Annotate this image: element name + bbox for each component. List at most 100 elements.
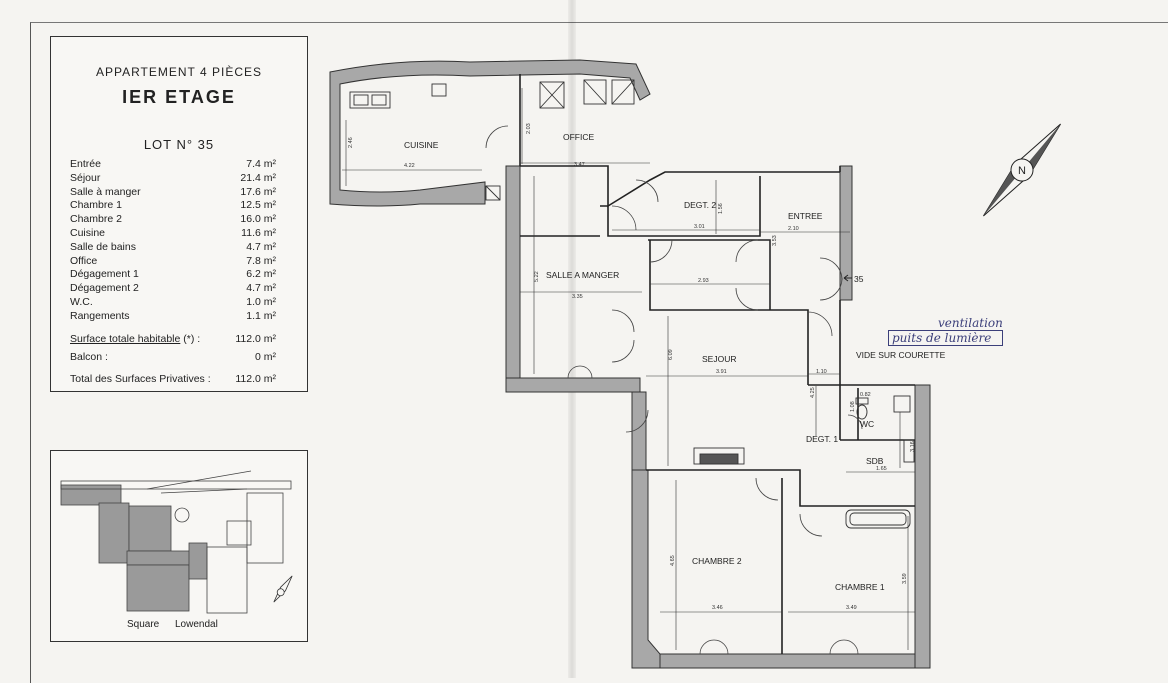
surface-area: 21.4 m² <box>240 171 276 184</box>
surface-room: Chambre 1 <box>70 199 122 212</box>
room-label-office: OFFICE <box>563 132 594 142</box>
surface-room: Office <box>70 254 98 267</box>
entry-arrow-icon <box>843 274 852 282</box>
dimension-label: 2.10 <box>788 226 799 232</box>
surface-room: W.C. <box>70 295 93 308</box>
dimension-label: 3.91 <box>716 369 727 375</box>
surface-area: 12.5 m² <box>240 199 276 212</box>
room-label-chambre2: CHAMBRE 2 <box>692 556 742 566</box>
dimension-label: 3.59 <box>902 573 908 584</box>
room-label-sdb: SDB <box>866 456 884 466</box>
dimension-label: 5.22 <box>534 271 540 282</box>
toilet <box>856 404 868 420</box>
surface-area: 4.7 m² <box>246 240 276 253</box>
total-privatives: Total des Surfaces Privatives : 112.0 m² <box>70 373 276 385</box>
washbasin <box>893 395 911 413</box>
total-habitable: Surface totale habitable (*) : 112.0 m² <box>70 333 276 345</box>
total-habitable-suffix: (*) : <box>180 333 201 345</box>
surface-room: Chambre 2 <box>70 213 122 226</box>
surface-room: Cuisine <box>70 226 106 239</box>
dimension-label: 1.65 <box>876 466 887 472</box>
doors <box>485 125 863 655</box>
surface-row: Salle de bains 4.7 m² <box>70 241 276 255</box>
dimension-label: 4.65 <box>670 555 676 566</box>
surface-area: 7.4 m² <box>246 158 276 170</box>
surface-row: W.C. 1.0 m² <box>70 296 276 310</box>
balcon-value: 0 m² <box>255 351 276 363</box>
surface-room: Séjour <box>70 171 101 184</box>
bathtub <box>845 509 911 529</box>
dimension-label: 1.56 <box>718 203 724 214</box>
dimension-label: 1.10 <box>816 369 827 375</box>
room-label-wc: WC <box>860 419 874 429</box>
floor-title: IER ETAGE <box>122 87 236 107</box>
surface-row: Séjour 21.4 m² <box>70 172 276 186</box>
interior-walls <box>519 74 915 654</box>
surface-area: 16.0 m² <box>240 213 276 226</box>
kitchen-sink <box>349 91 391 109</box>
compass-north-label: N <box>1018 165 1026 177</box>
surface-row: Chambre 1 12.5 m² <box>70 199 276 213</box>
surface-row: Chambre 2 16.0 m² <box>70 213 276 227</box>
office-stair <box>539 81 565 109</box>
dimension-label: 2.46 <box>348 137 354 148</box>
exterior-walls <box>329 59 931 669</box>
dimension-label: 2.93 <box>698 278 709 284</box>
surface-room: Rangements <box>70 309 130 322</box>
annotation-line-2: puits de lumière <box>888 330 1003 346</box>
balcon-label: Balcon : <box>70 351 108 363</box>
dimension-label: 3.46 <box>712 605 723 611</box>
room-label-cuisine: CUISINE <box>404 140 439 150</box>
room-label-degt2: DEGT. 2 <box>684 200 716 210</box>
dimension-label: 2.03 <box>526 123 532 134</box>
dimension-label: 4.22 <box>404 163 415 169</box>
handwritten-annotation: ventilation puits de lumière <box>888 316 1003 346</box>
surface-area: 1.0 m² <box>246 295 276 308</box>
compass-icon: N <box>983 123 1061 217</box>
room-label-sejour: SEJOUR <box>702 354 736 364</box>
dimension-label: 3.01 <box>694 224 705 230</box>
dimension-lines <box>342 88 915 650</box>
total-habitable-value: 112.0 m² <box>235 333 276 345</box>
dimension-label: 1.08 <box>850 401 856 412</box>
surface-row: Rangements 1.1 m² <box>70 310 276 324</box>
room-label-degt1: DEGT. 1 <box>806 434 838 444</box>
dimension-label: 3.49 <box>846 605 857 611</box>
location-label-lowendal: Lowendal <box>175 619 218 630</box>
total-privatives-value: 112.0 m² <box>235 373 276 385</box>
paper-fold <box>568 0 576 678</box>
surface-row: Entrée 7.4 m² <box>70 158 276 172</box>
surface-room: Dégagement 1 <box>70 268 139 281</box>
total-privatives-label: Total des Surfaces Privatives : <box>70 373 211 385</box>
balcon-row: Balcon : 0 m² <box>70 351 276 363</box>
surface-area: 6.2 m² <box>246 268 276 281</box>
dimension-label: 3.35 <box>572 294 583 300</box>
surface-room: Entrée <box>70 158 101 170</box>
surface-row: Dégagement 1 6.2 m² <box>70 268 276 282</box>
surface-room: Salle de bains <box>70 240 136 253</box>
total-habitable-label: Surface totale habitable <box>70 333 181 345</box>
dimension-label: 4.25 <box>810 387 816 398</box>
surface-area: 1.1 m² <box>246 309 276 322</box>
page-frame <box>30 22 1168 683</box>
dimension-label: 3.47 <box>574 162 585 168</box>
dimension-label: 3.53 <box>772 235 778 246</box>
location-map: Square Lowendal <box>50 450 308 642</box>
surface-area: 7.8 m² <box>246 254 276 267</box>
dimension-label: 3.16 <box>910 441 916 452</box>
location-compass-icon <box>273 575 293 603</box>
surface-room: Salle à manger <box>70 185 141 198</box>
location-label-square: Square <box>127 619 160 630</box>
room-label-entree: ENTREE <box>788 211 823 221</box>
surface-table: APPARTEMENT 4 PIÈCES IER ETAGE LOT N° 35… <box>50 36 308 392</box>
annotation-line-1: ventilation <box>938 316 1003 330</box>
surface-row: Office 7.8 m² <box>70 255 276 269</box>
location-map-drawing <box>60 470 293 614</box>
lot-number: LOT N° 35 <box>143 137 215 152</box>
surface-room: Dégagement 2 <box>70 282 139 295</box>
